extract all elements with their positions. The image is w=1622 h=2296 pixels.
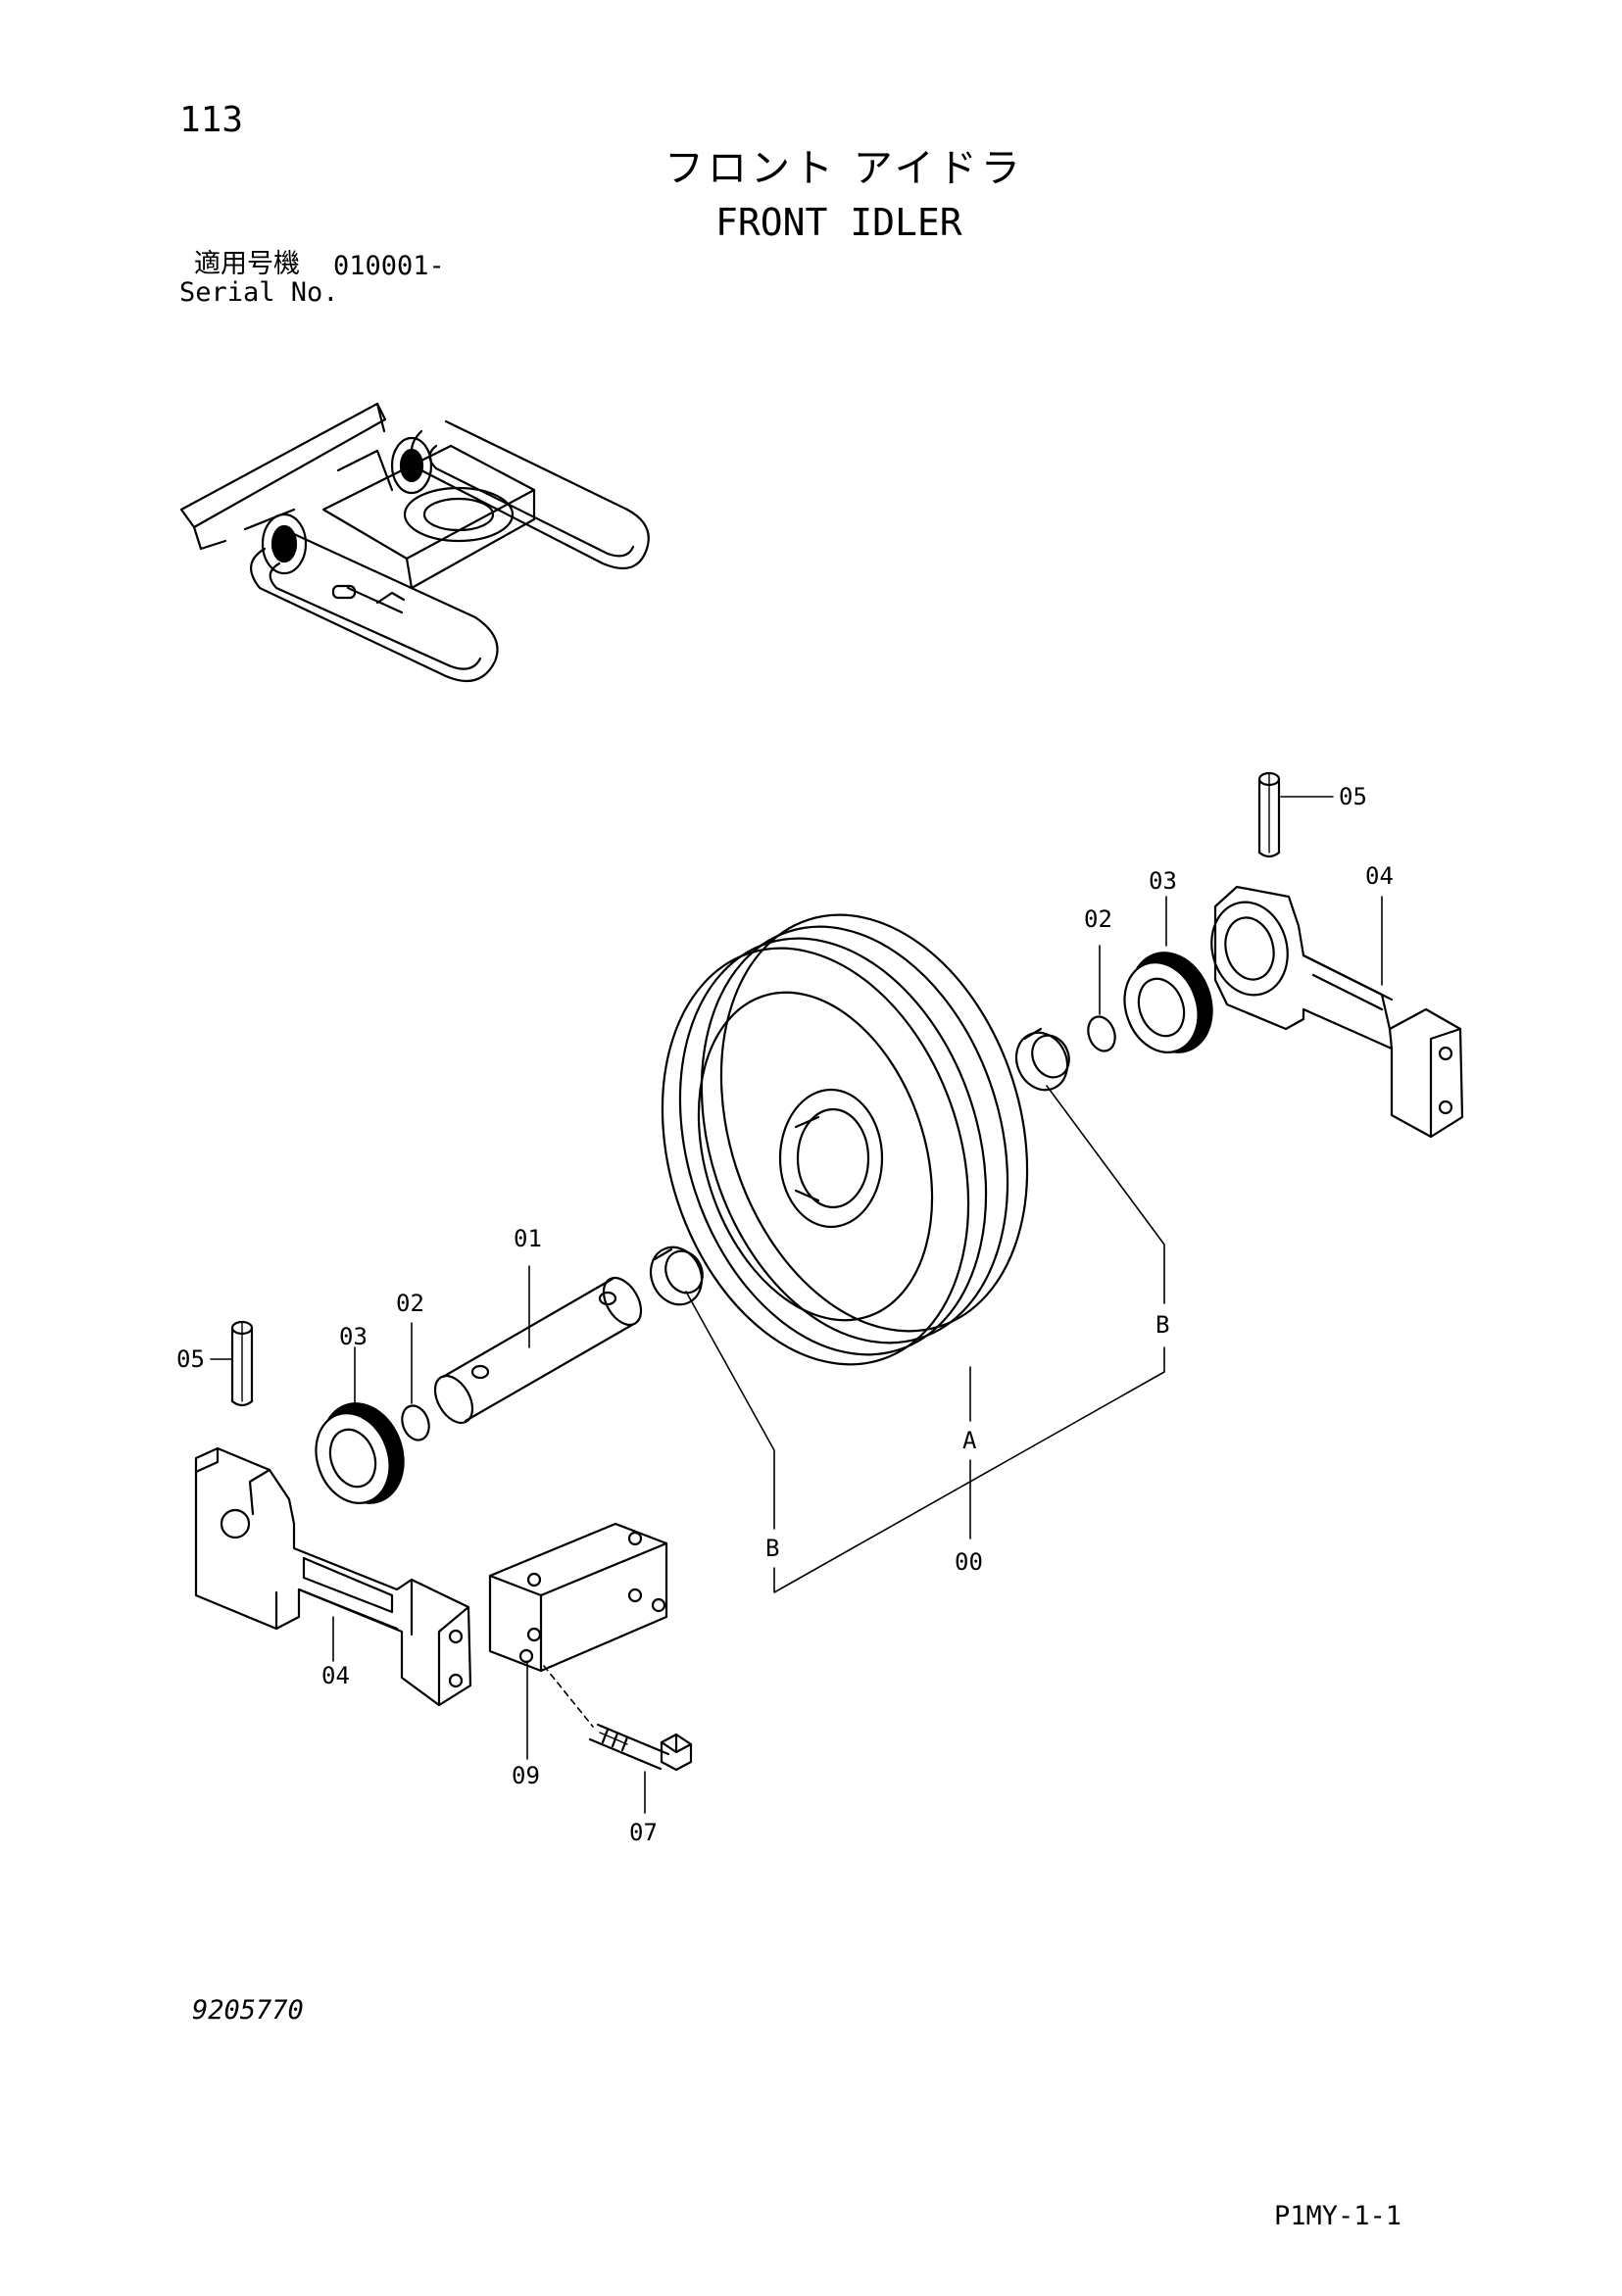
spring-pin-left xyxy=(230,1320,254,1407)
bushing-right xyxy=(1014,1027,1070,1092)
callout-03-right: 03 xyxy=(1149,867,1177,895)
bearing-bracket-right xyxy=(1210,885,1464,1139)
o-ring-left xyxy=(401,1404,430,1441)
callout-04-left: 04 xyxy=(321,1662,350,1689)
document-number: 9205770 xyxy=(192,1995,304,2026)
callout-05-right: 05 xyxy=(1339,783,1367,810)
callout-04-right: 04 xyxy=(1365,862,1394,890)
leader-lines xyxy=(210,796,1383,1814)
bushing-left xyxy=(649,1246,704,1306)
serial-label-japanese: 適用号機 xyxy=(194,249,300,279)
page-code: P1MY-1-1 xyxy=(1274,2201,1402,2231)
callout-a: A xyxy=(962,1427,977,1454)
callout-03-left: 03 xyxy=(339,1323,368,1350)
callout-b-left: B xyxy=(765,1535,779,1562)
page-title: FRONT IDLER xyxy=(715,201,962,244)
serial-value: 010001- xyxy=(333,251,445,281)
callout-01: 01 xyxy=(514,1225,542,1252)
mounting-plate xyxy=(488,1522,668,1673)
callout-b-right: B xyxy=(1155,1311,1169,1339)
idler-shaft xyxy=(433,1277,643,1424)
hex-bolt xyxy=(588,1723,693,1772)
page-number: 113 xyxy=(179,100,244,140)
floating-seal-right xyxy=(1123,952,1213,1053)
callout-00: 00 xyxy=(955,1548,983,1576)
idler-wheel xyxy=(661,913,1029,1366)
bearing-bracket-left xyxy=(194,1446,472,1707)
spring-pin-right xyxy=(1257,771,1281,858)
o-ring-right xyxy=(1087,1015,1116,1052)
serial-label: Serial No. xyxy=(179,277,339,308)
floating-seal-left xyxy=(315,1402,405,1504)
callout-02-right: 02 xyxy=(1084,905,1112,933)
callout-02-left: 02 xyxy=(396,1290,424,1317)
callout-07: 07 xyxy=(629,1819,658,1846)
callout-05-left: 05 xyxy=(176,1345,205,1373)
page-title-japanese: フロント アイドラ xyxy=(664,146,1024,191)
callout-09: 09 xyxy=(512,1762,540,1789)
undercarriage-overview-illustration xyxy=(179,402,650,683)
